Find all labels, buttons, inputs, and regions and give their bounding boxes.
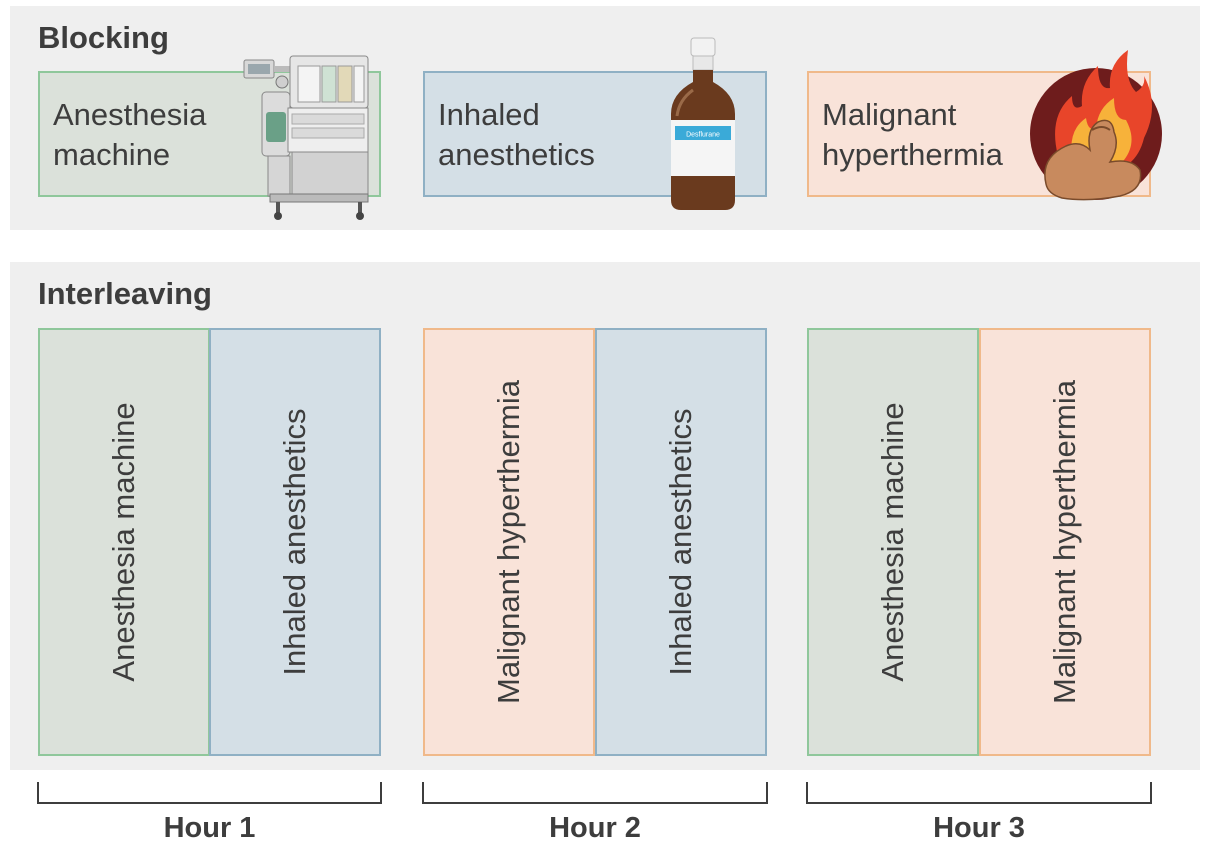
anesthesia-machine-icon [243, 55, 369, 220]
hour-3-bracket [806, 782, 1152, 804]
hour-1-bracket [37, 782, 382, 804]
vertical-label: Inhaled anesthetics [277, 408, 312, 676]
vertical-label: Malignant hyperthermia [491, 380, 526, 704]
interleaving-title: Interleaving [38, 276, 212, 311]
blocking-title: Blocking [38, 20, 169, 55]
interleaving-box-anesthesia-machine: Anesthesia machine [38, 328, 210, 756]
block-label: Malignant hyperthermia [822, 97, 1003, 172]
bottle-label: Desflurane [686, 132, 720, 139]
vertical-label: Malignant hyperthermia [1047, 380, 1082, 704]
interleaving-box-inhaled-anesthetics: Inhaled anesthetics [209, 328, 381, 756]
interleaving-box-malignant-hyperthermia: Malignant hyperthermia [979, 328, 1151, 756]
hour-2-bracket [422, 782, 768, 804]
bottle-icon: Desflurane [671, 37, 735, 210]
vertical-label: Anesthesia machine [875, 402, 910, 682]
hour-2-label: Hour 2 [549, 812, 641, 844]
interleaving-box-malignant-hyperthermia: Malignant hyperthermia [423, 328, 595, 756]
hour-1-label: Hour 1 [163, 812, 256, 844]
vertical-label: Inhaled anesthetics [663, 408, 698, 676]
block-label: Inhaled anesthetics [438, 97, 595, 172]
flexed-arm-fire-icon [1030, 50, 1162, 201]
block-label: Anesthesia machine [53, 97, 207, 172]
interleaving-panel: Interleaving Anesthesia machine Inhaled … [10, 262, 1200, 770]
hour-3-label: Hour 3 [933, 812, 1025, 844]
interleaving-box-inhaled-anesthetics: Inhaled anesthetics [595, 328, 767, 756]
interleaving-box-anesthesia-machine: Anesthesia machine [807, 328, 979, 756]
vertical-label: Anesthesia machine [106, 402, 141, 682]
blocking-panel: Blocking Anesthesia machine Inhaled anes… [10, 6, 1200, 230]
